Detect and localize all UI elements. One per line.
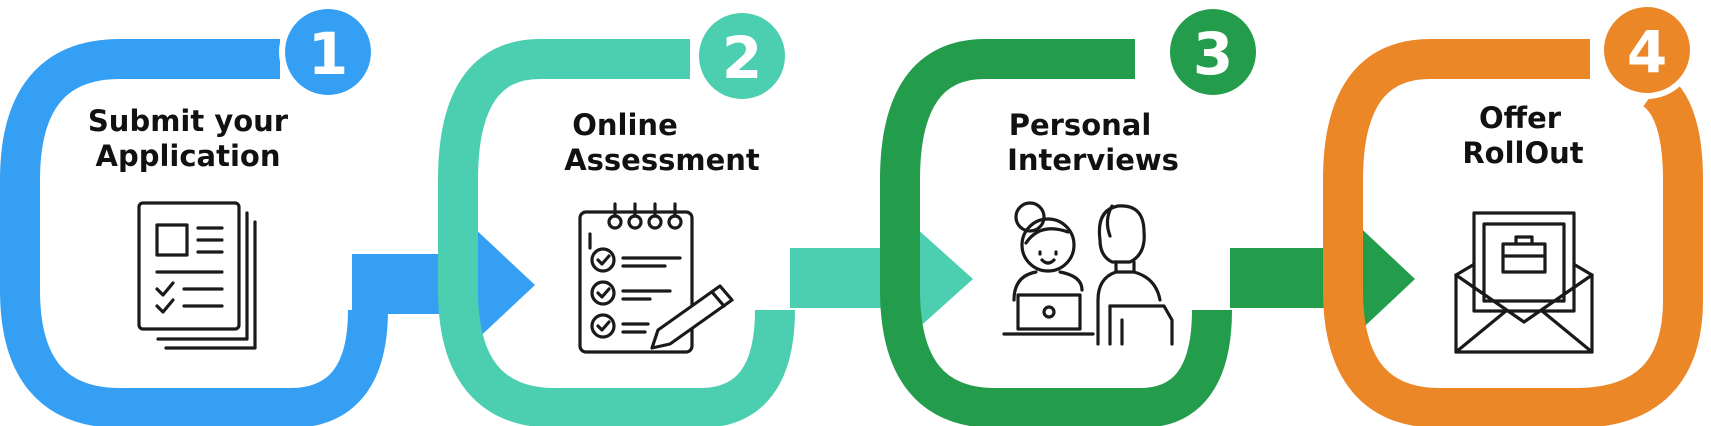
checklist-notepad-icon: [578, 202, 734, 354]
step-3-arrow: [1230, 218, 1415, 340]
step-4-badge-disc: [1604, 7, 1690, 93]
step-4-number: 4: [1627, 18, 1667, 86]
step-2-number: 2: [722, 24, 762, 92]
step-4-frame: [1323, 39, 1703, 426]
step-3: 3 Personal Interviews: [880, 3, 1415, 426]
step-1-title-line1: Submit your: [88, 104, 289, 138]
step-4: 4 Offer RollOut: [1323, 1, 1703, 426]
step-4-title-line1: Offer: [1479, 101, 1562, 135]
step-3-badge-disc: [1170, 9, 1256, 95]
step-1-title-line2: Application: [96, 139, 281, 173]
step-3-frame: [880, 39, 1232, 426]
step-1-frame: [0, 39, 388, 426]
offer-letter-envelope-icon: [1454, 211, 1594, 354]
step-2-badge-disc: [699, 13, 785, 99]
step-1-badge-disc: [285, 9, 371, 95]
step-2-title-line1: Online: [572, 108, 678, 142]
step-2-frame: [438, 39, 795, 426]
interview-people-icon: [1002, 201, 1174, 346]
step-2-title-line2: Assessment: [564, 143, 760, 177]
step-3-title-line2: Interviews: [1007, 143, 1179, 177]
step-3-number: 3: [1193, 20, 1233, 88]
step-3-title-line1: Personal: [1009, 108, 1152, 142]
step-4-title-line2: RollOut: [1462, 136, 1583, 170]
application-documents-icon: [137, 201, 257, 350]
step-2: 2 Online Assessment: [438, 7, 973, 426]
step-1-number: 1: [308, 20, 348, 88]
